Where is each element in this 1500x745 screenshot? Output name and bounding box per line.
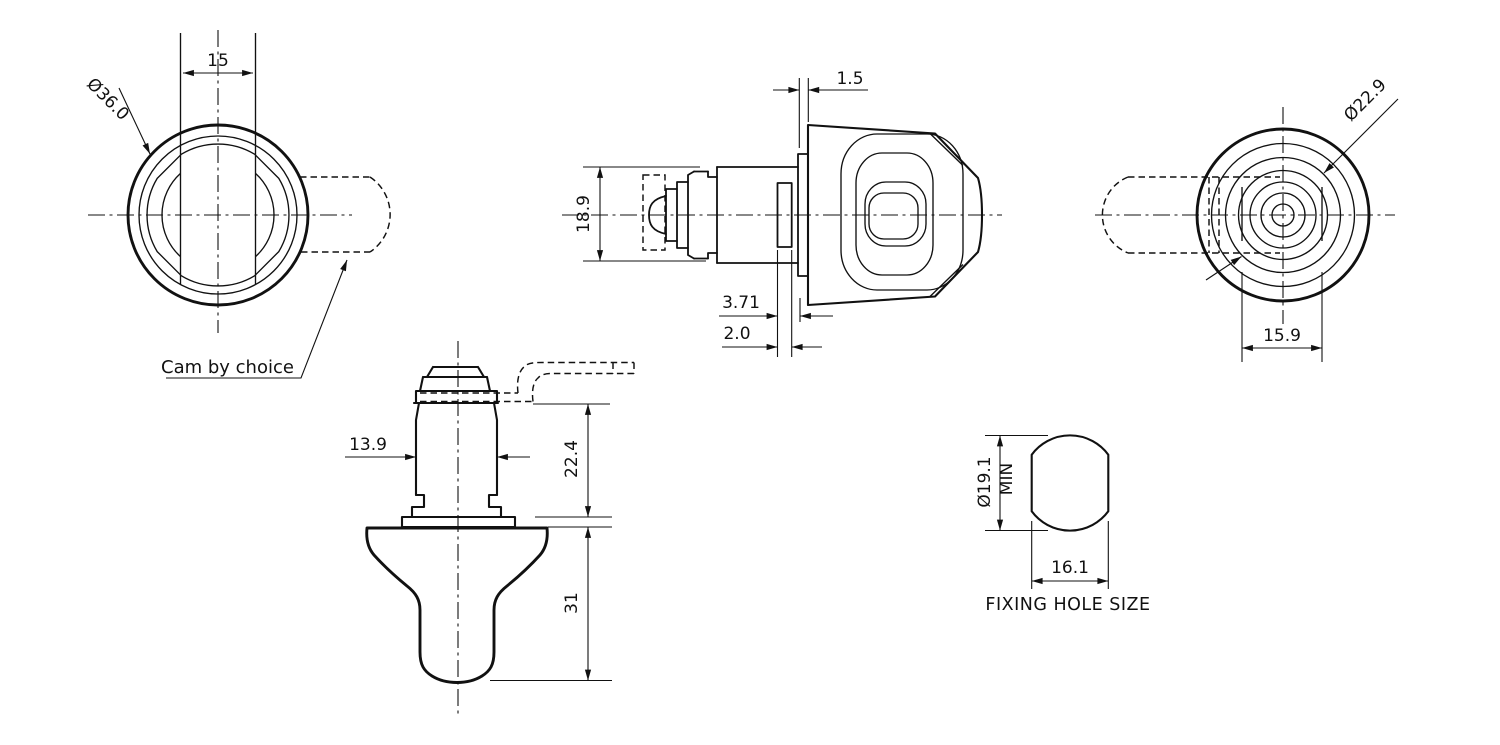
back-view: Ø22.9 15.9 — [1095, 75, 1399, 362]
side-washer-thickness-label: 2.0 — [723, 324, 750, 344]
fixing-hole-width-dimension: 16.1 — [1031, 521, 1109, 589]
vertical-side-view: 13.9 22.4 31 — [345, 341, 635, 716]
back-boss-width-label: 15.9 — [1263, 326, 1301, 346]
vertical-body-length-dimension: 22.4 — [533, 403, 612, 518]
vertical-body-profile — [400, 365, 517, 529]
vertical-body-width-dimension: 13.9 — [345, 435, 530, 461]
side-body-diameter-label: 18.9 — [574, 195, 594, 233]
front-dome-arc-right — [255, 172, 275, 258]
fixing-hole-min-label: MIN — [997, 463, 1017, 495]
front-outer-rim-circle — [126, 123, 310, 307]
front-diameter-label: Ø36.0 — [82, 74, 132, 124]
side-knob-outline — [806, 123, 984, 307]
vertical-knob-length-dimension: 31 — [490, 526, 612, 682]
back-boss-width-dimension: 15.9 — [1241, 272, 1323, 362]
vertical-body-width-label: 13.9 — [349, 435, 387, 455]
side-knob-facet-bottom — [929, 264, 964, 297]
cam-note-label: Cam by choice — [161, 357, 294, 378]
vertical-knob-outline — [365, 526, 549, 684]
side-view: 1.5 18.9 3.71 2.0 — [562, 69, 1002, 357]
back-diameter-label: Ø22.9 — [1340, 75, 1390, 125]
cam-note-callout: Cam by choice — [161, 259, 348, 379]
front-cam-dashed-outline — [300, 176, 391, 253]
side-knob-grip-contours — [840, 133, 964, 291]
back-concentric-circles — [1210, 142, 1356, 288]
front-dome-arc-left — [161, 172, 181, 258]
vertical-cam-dashed-outline — [420, 361, 635, 403]
fixing-hole-outline — [1030, 434, 1110, 532]
back-outer-circle — [1195, 127, 1371, 303]
front-inner-rim-circle — [138, 135, 298, 295]
side-stop-washer — [776, 182, 793, 248]
front-wing-width-dimension: 15 — [183, 51, 253, 77]
fixing-hole-view: Ø19.1 MIN 16.1 FIXING HOLE SIZE — [975, 434, 1150, 615]
vertical-body-length-label: 22.4 — [562, 440, 582, 478]
side-washer-thickness-dimension: 2.0 — [722, 250, 822, 357]
fixing-hole-diameter-dimension: Ø19.1 MIN — [975, 434, 1048, 532]
fixing-hole-width-label: 16.1 — [1051, 558, 1089, 578]
vertical-knob-length-label: 31 — [562, 592, 582, 614]
front-diameter-dimension: Ø36.0 — [82, 74, 151, 155]
side-knob-facet-top — [929, 133, 964, 166]
side-grip-range-label: 3.71 — [722, 293, 760, 313]
side-cam-position-dashed — [642, 174, 666, 251]
front-chamfered-face — [146, 143, 290, 287]
side-flange-thickness-label: 1.5 — [836, 69, 863, 89]
side-grip-range-dimension: 3.71 — [719, 250, 833, 357]
side-body-diameter-dimension: 18.9 — [574, 166, 706, 262]
side-flange-thickness-dimension: 1.5 — [773, 69, 868, 148]
side-flange — [797, 153, 809, 277]
side-body-profile — [648, 153, 809, 277]
front-view: 15 Ø36.0 Cam by choice — [82, 30, 391, 379]
back-cam-dashed-outline — [1101, 176, 1280, 254]
fixing-hole-caption: FIXING HOLE SIZE — [985, 595, 1150, 615]
fixing-hole-diameter-label: Ø19.1 — [975, 456, 995, 507]
front-wing-width-label: 15 — [207, 51, 229, 71]
